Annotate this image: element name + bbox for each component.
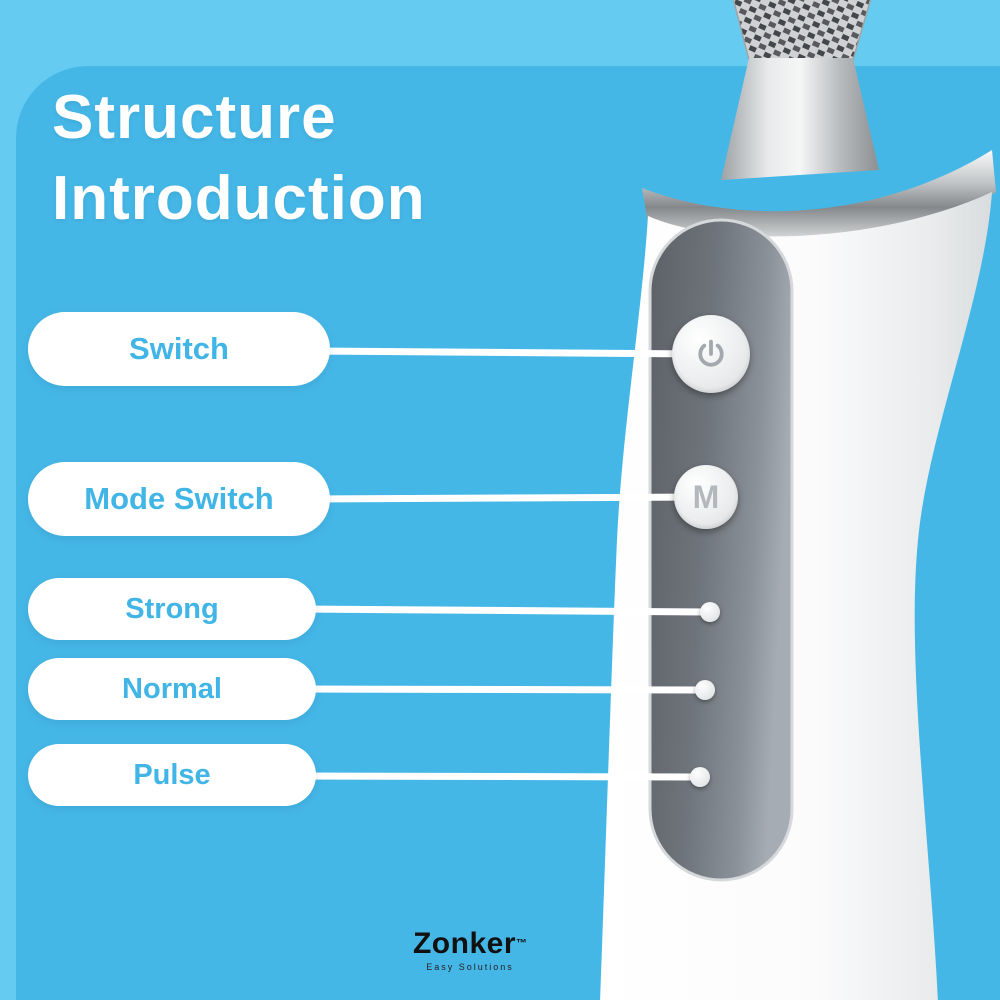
page-title-line2: Introduction [52, 163, 426, 233]
brand-block: Zonker™ Easy Solutions [413, 927, 527, 972]
nozzle-tip [732, 0, 872, 61]
connector-switch [306, 347, 712, 358]
mode-button: M [674, 465, 738, 529]
connector-strong [296, 605, 712, 616]
callout-pill-strong: Strong [28, 578, 316, 640]
control-panel [648, 218, 794, 882]
callout-pill-mode-switch: Mode Switch [28, 462, 330, 536]
callout-label-mode-switch: Mode Switch [84, 481, 274, 516]
led-normal [695, 680, 715, 700]
brand-tagline: Easy Solutions [426, 962, 514, 972]
callout-pill-pulse: Pulse [28, 744, 316, 806]
power-button [672, 315, 750, 393]
brand-name: Zonker [412, 927, 517, 960]
led-pulse [690, 767, 710, 787]
mode-button-label: M [692, 478, 720, 515]
brand-trademark: ™ [516, 937, 528, 950]
connector-normal [296, 685, 708, 694]
connector-pulse [291, 772, 703, 781]
callout-label-switch: Switch [129, 331, 229, 366]
led-strong [700, 602, 720, 622]
nozzle-shaft [721, 58, 879, 180]
connector-mode-switch [306, 493, 706, 503]
callout-label-strong: Strong [125, 592, 219, 625]
callout-pill-normal: Normal [28, 658, 316, 720]
page-title: Structure Introduction [52, 78, 426, 239]
callout-label-normal: Normal [122, 672, 222, 705]
callout-label-pulse: Pulse [133, 758, 211, 791]
callout-connectors [291, 347, 712, 781]
brand-name-row: Zonker™ [413, 927, 527, 961]
power-icon [698, 339, 724, 367]
callout-pill-switch: Switch [28, 312, 330, 386]
page-title-line1: Structure [52, 83, 337, 152]
